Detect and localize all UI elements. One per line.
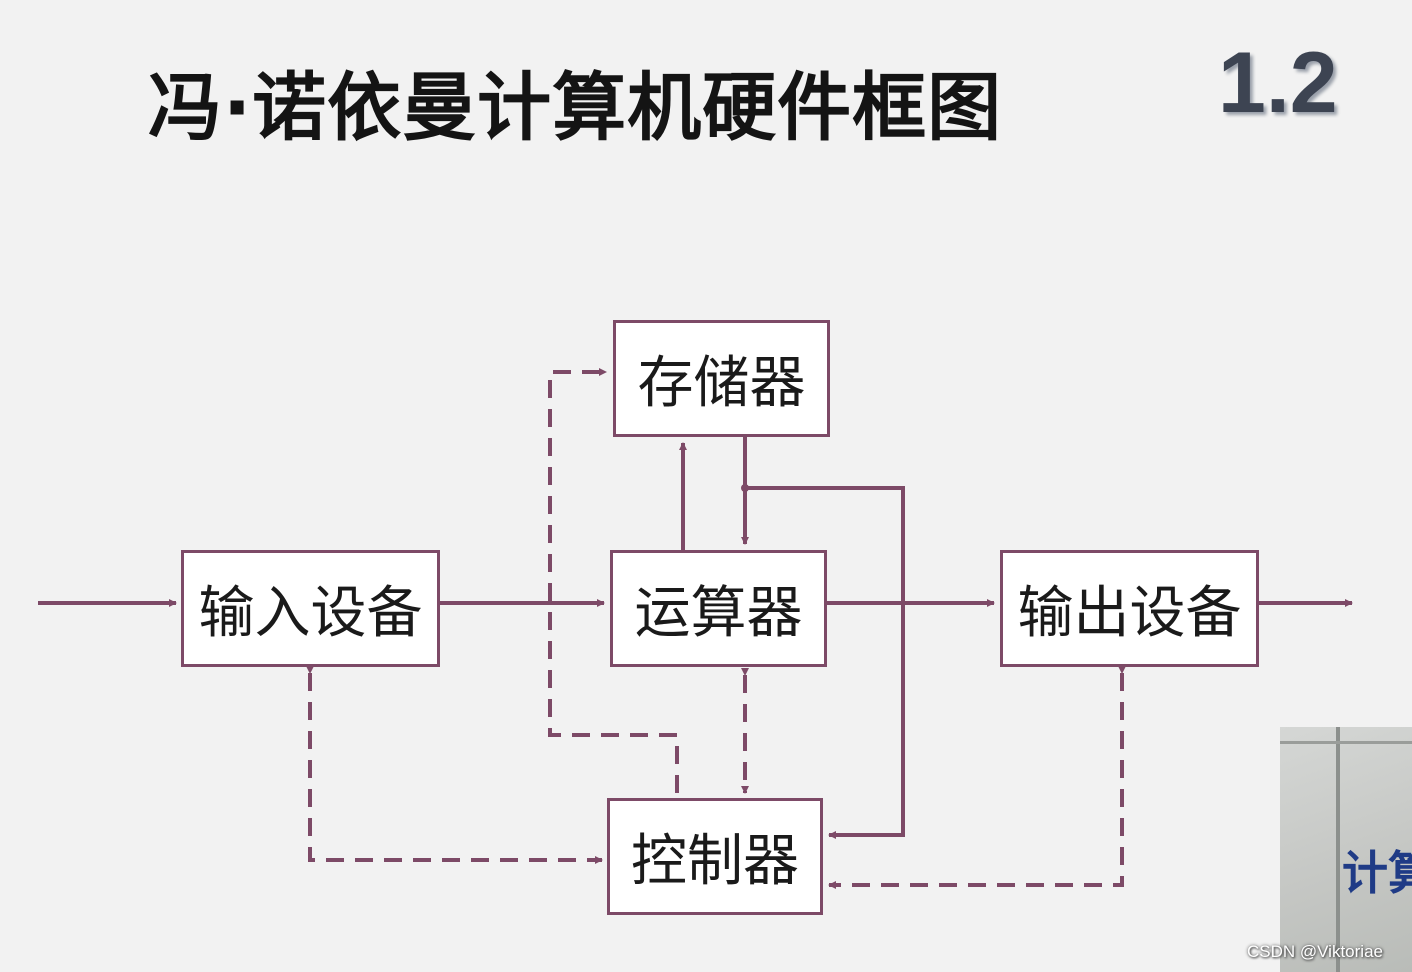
control-unit-label: 控制器 bbox=[631, 829, 799, 894]
ctrl-output-link bbox=[828, 666, 1126, 889]
junction-dot bbox=[741, 484, 749, 492]
input-device-label: 输入设备 bbox=[198, 581, 423, 646]
input-device-block: 输入设备 bbox=[181, 550, 440, 667]
video-sign-text: 计算 bbox=[1342, 846, 1412, 900]
watermark: CSDN @Viktoriae bbox=[1247, 942, 1383, 961]
control-unit-block: 控制器 bbox=[607, 798, 823, 915]
output-device-label: 输出设备 bbox=[1017, 581, 1242, 646]
memory-block: 存储器 bbox=[613, 320, 830, 437]
tile-seam-horizontal bbox=[1280, 741, 1412, 744]
alu-block: 运算器 bbox=[610, 550, 827, 667]
ctrl-input-link bbox=[306, 666, 603, 864]
tile-seam bbox=[1336, 727, 1340, 972]
slide-title: 冯·诺依曼计算机硬件框图 bbox=[148, 65, 1003, 151]
video-inset: 计算 bbox=[1280, 727, 1412, 972]
memory-label: 存储器 bbox=[637, 351, 806, 416]
alu-label: 运算器 bbox=[634, 581, 803, 646]
output-device-block: 输出设备 bbox=[1000, 550, 1259, 667]
slide-number: 1.2 bbox=[1218, 35, 1338, 131]
